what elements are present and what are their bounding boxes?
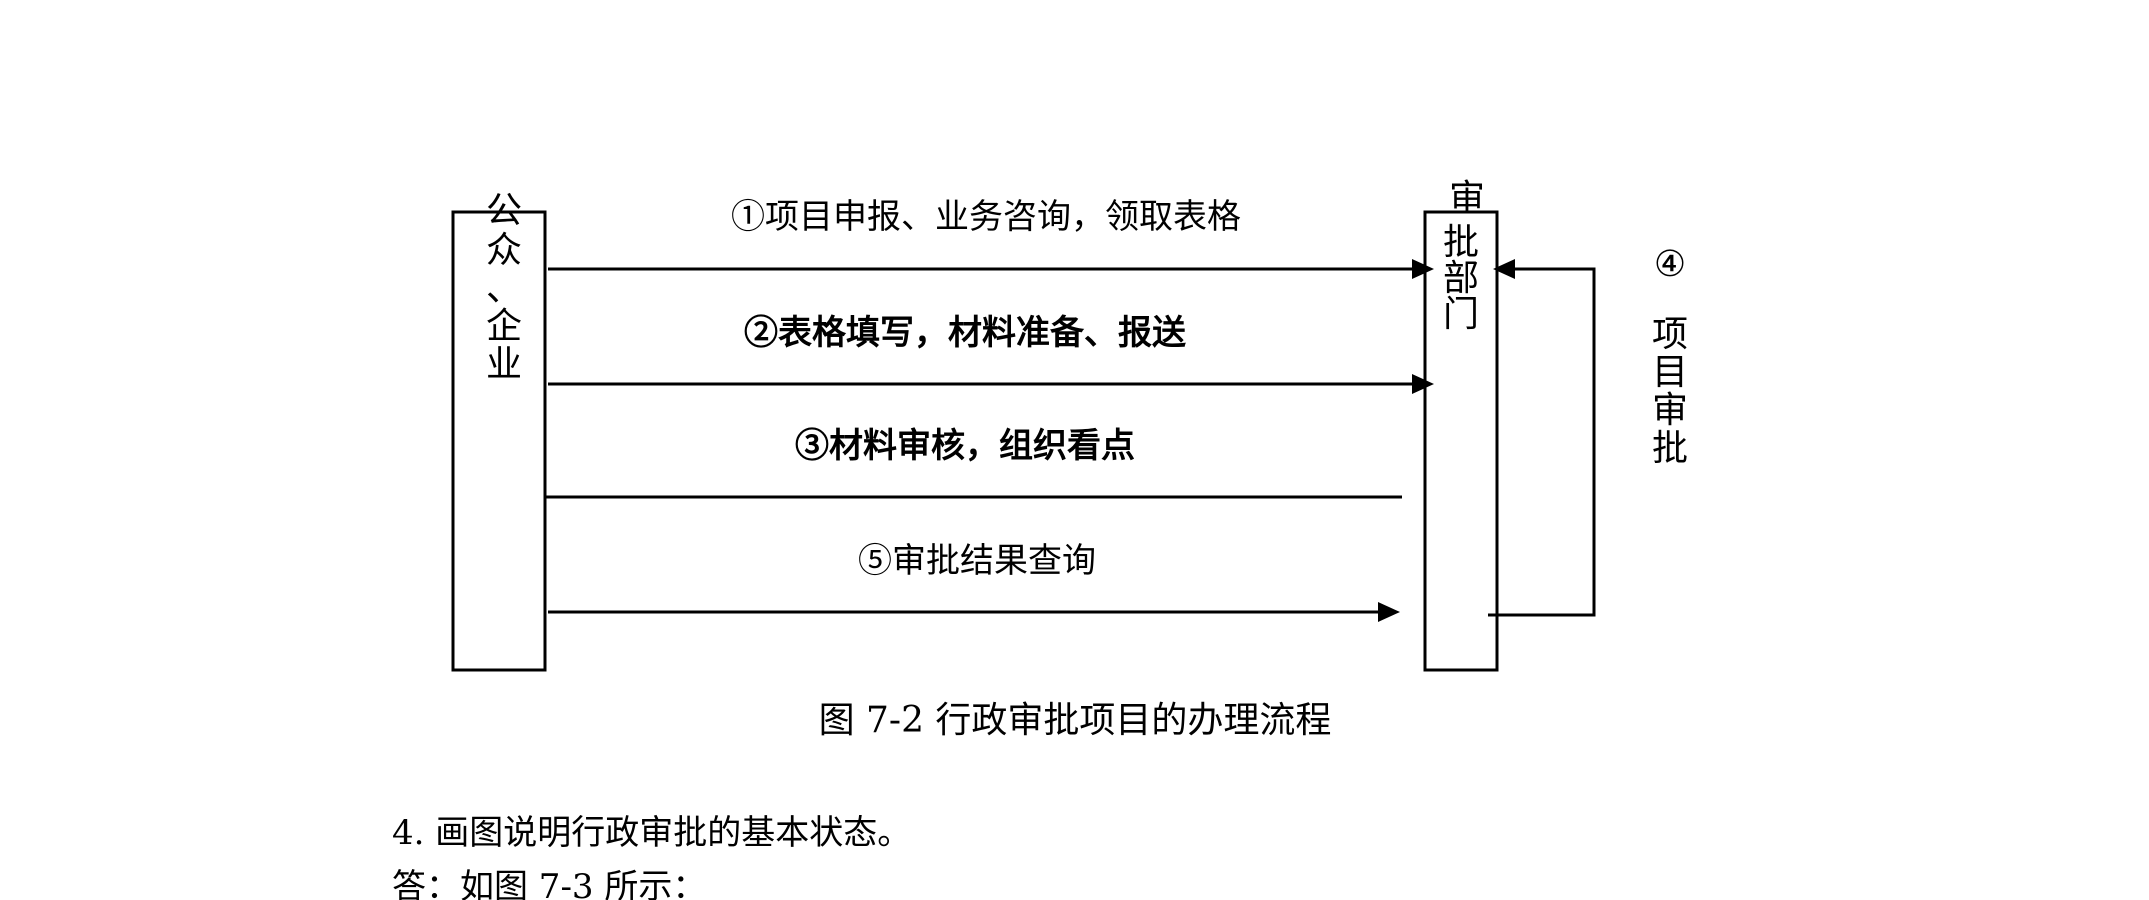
approval-department-char-4: 门 — [1443, 294, 1479, 335]
public-enterprise-char-2: 众 — [486, 230, 522, 271]
approval-department-box — [1423, 210, 1499, 672]
step4-number: ④ — [1654, 244, 1686, 285]
public-enterprise-box — [451, 210, 547, 672]
step4-char-2: 目 — [1652, 352, 1688, 393]
public-enterprise-char-1: 公 — [486, 190, 522, 231]
public-enterprise-char-5: 业 — [486, 344, 522, 385]
step1-arrow-head — [1412, 259, 1434, 279]
step5-arrow-head — [1378, 602, 1400, 622]
approval-department-char-1: 审 — [1449, 178, 1485, 219]
step4-char-3: 审 — [1652, 390, 1688, 431]
step4-loop-arrow-head — [1493, 259, 1515, 279]
step3-label: ③材料审核，组织看点 — [795, 426, 1135, 466]
answer-text: 答：如图 7-3 所示： — [392, 867, 706, 900]
step5-label: ⑤审批结果查询 — [858, 541, 1096, 581]
public-enterprise-char-3: 、 — [486, 268, 522, 309]
step2-label: ②表格填写，材料准备、报送 — [744, 313, 1186, 353]
figure-caption: 图 7-2 行政审批项目的办理流程 — [819, 700, 1332, 741]
step4-char-4: 批 — [1652, 428, 1688, 469]
approval-department-char-2: 批 — [1443, 222, 1479, 263]
question-text: 4. 画图说明行政审批的基本状态。 — [392, 813, 911, 853]
step1-label: ①项目申报、业务咨询，领取表格 — [731, 197, 1241, 237]
approval-department-char-3: 部 — [1443, 258, 1479, 299]
step4-char-1: 项 — [1652, 314, 1688, 355]
step4-loop-line — [1488, 267, 1596, 617]
public-enterprise-char-4: 企 — [486, 306, 522, 347]
step2-arrow-head — [1412, 374, 1434, 394]
